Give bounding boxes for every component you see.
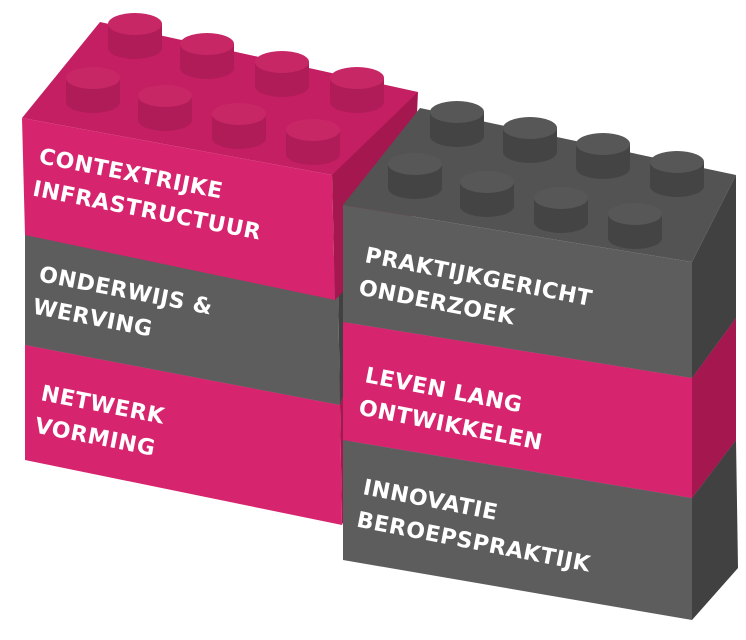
stud [66,67,120,113]
brick-praktijkgericht-onderzoek [343,101,736,378]
brick-front [343,322,692,498]
brick-front [22,118,335,300]
brick-front [343,205,692,378]
stud [212,103,266,149]
stud [255,51,309,97]
stud [460,171,514,217]
brick-front [25,345,342,525]
brick-side [692,440,738,620]
stud [138,85,192,131]
brick-side [692,175,736,378]
stud [330,67,384,113]
brick-front [343,440,692,620]
stud [430,101,484,147]
stud [576,133,630,179]
brick-studs [66,13,384,165]
stud [108,13,162,59]
stud [608,203,662,249]
stud [650,151,704,197]
brick-studs [388,101,704,249]
stud [286,119,340,165]
stud [388,153,442,199]
stud [534,187,588,233]
stud [180,33,234,79]
stud [503,117,557,163]
